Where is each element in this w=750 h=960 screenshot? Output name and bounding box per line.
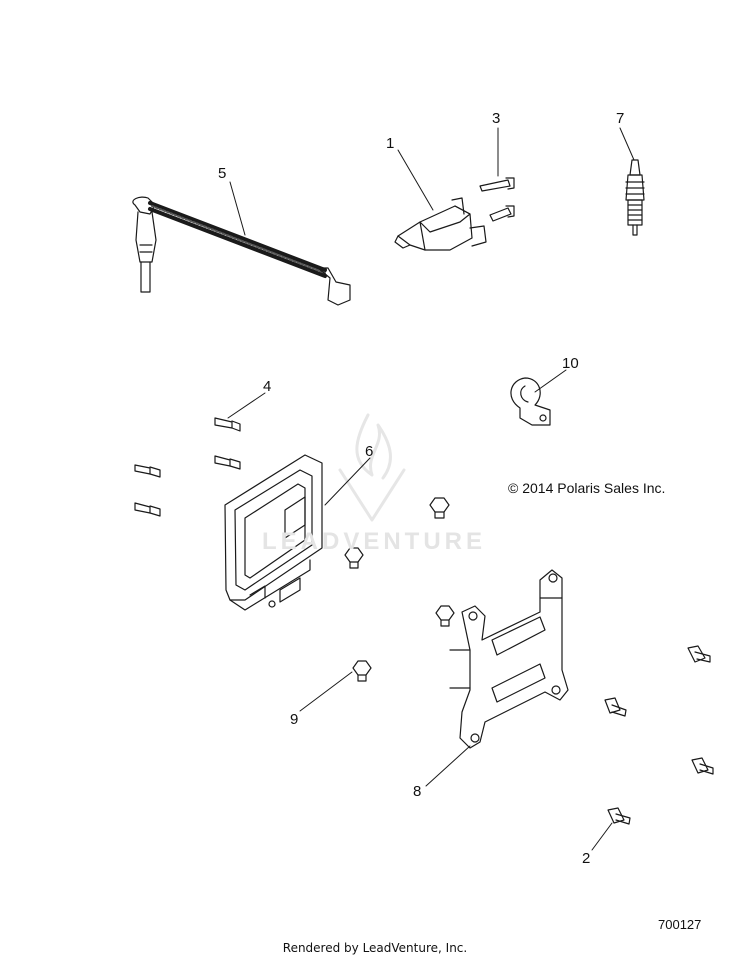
spark-plug — [625, 159, 645, 236]
callout-5: 5 — [218, 165, 227, 182]
ignition-coil — [394, 197, 487, 251]
ecu-screws — [134, 417, 241, 517]
coil-screws — [479, 177, 515, 222]
bracket — [449, 569, 569, 749]
callout-4: 4 — [263, 378, 272, 395]
spark-plug-wire — [132, 196, 351, 306]
callout-7: 7 — [616, 110, 625, 127]
callout-2: 2 — [582, 850, 591, 867]
callout-1: 1 — [386, 135, 395, 152]
leader-lines — [227, 127, 635, 851]
callout-10: 10 — [562, 355, 579, 372]
figure-number: 700127 — [658, 917, 702, 932]
bracket-bolts — [604, 645, 714, 825]
callout-9: 9 — [290, 711, 299, 728]
callout-3: 3 — [492, 110, 501, 127]
watermark-text: LEADVENTURE — [262, 528, 487, 555]
callout-6: 6 — [365, 443, 374, 460]
watermark-logo — [338, 413, 406, 522]
callout-8: 8 — [413, 783, 422, 800]
copyright-notice: © 2014 Polaris Sales Inc. — [508, 480, 666, 496]
ecu — [224, 454, 323, 611]
clamp — [510, 377, 551, 426]
nuts — [344, 497, 455, 682]
rendered-by-footer: Rendered by LeadVenture, Inc. — [282, 941, 468, 955]
